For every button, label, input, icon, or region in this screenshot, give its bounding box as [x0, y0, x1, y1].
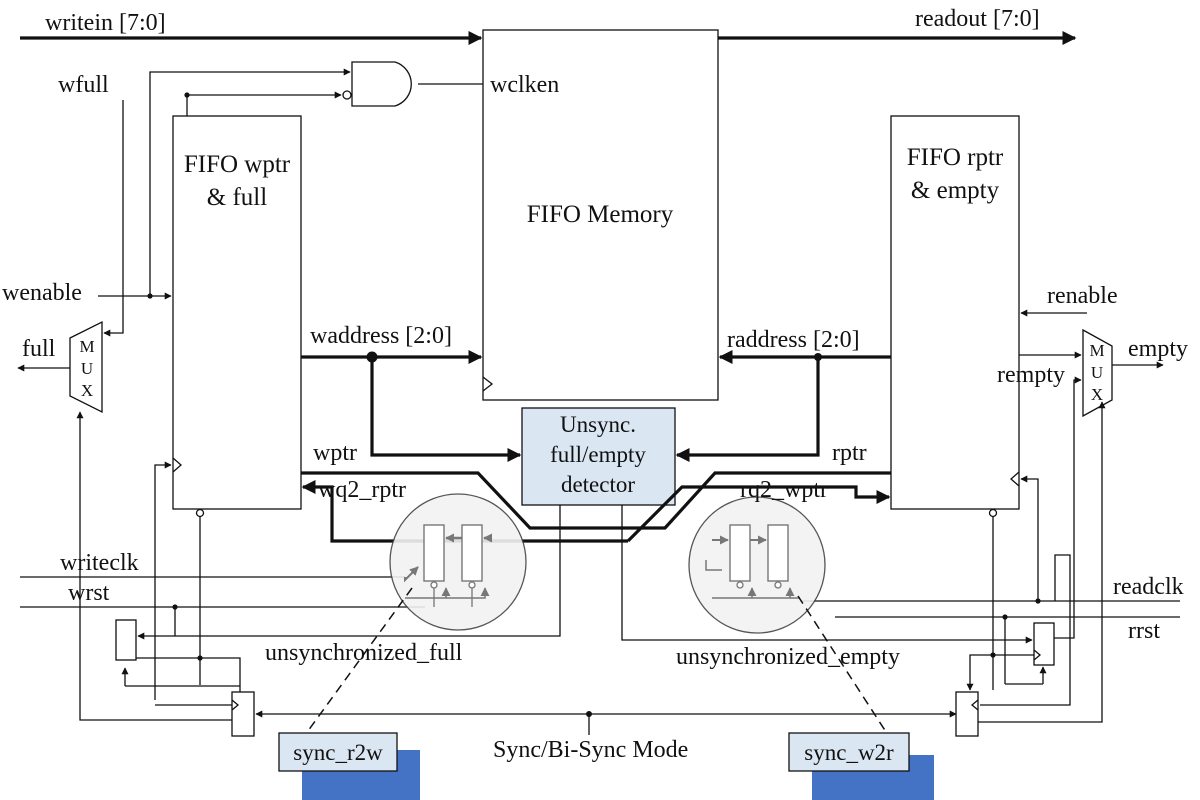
writein-label: writein [7:0]: [45, 10, 166, 36]
wfull-label: wfull: [58, 72, 109, 98]
and-gate: [351, 61, 412, 107]
readclk-to-rptr: [1020, 475, 1039, 601]
wptr-full-label-line2: & full: [207, 184, 267, 211]
rptr-label: rptr: [832, 440, 867, 466]
wptr-label: wptr: [313, 440, 357, 466]
mux-right: [1082, 328, 1113, 418]
memory-clock-triangle: [482, 376, 494, 392]
sync-w2r-zoom: [688, 496, 826, 634]
sync-r2w-callout: [304, 587, 413, 736]
rptr-empty-label-line1: FIFO rptr: [907, 144, 1004, 171]
rrst-label: rrst: [1128, 618, 1160, 644]
rq2-wptr-bus: [626, 485, 891, 543]
waddress-label: waddress [2:0]: [310, 323, 452, 349]
mux-right-u: U: [1091, 363, 1103, 382]
wq2-rptr-label: wq2_rptr: [318, 477, 406, 503]
right-register-out-wire: [1054, 376, 1082, 639]
sync-w2r-label: sync_w2r: [804, 740, 894, 765]
detector-label-line2: full/empty: [550, 442, 646, 467]
and-gate-inverted-input: [342, 90, 352, 100]
rptr-reset-bubble: [988, 508, 998, 518]
mux-left-m: M: [79, 337, 94, 356]
left-mode-register-clock: [231, 699, 240, 711]
fifo-rptr-empty-block: [890, 115, 1020, 510]
empty-label: empty: [1128, 336, 1188, 362]
detector-label-line1: Unsync.: [560, 412, 636, 437]
wptr-clock-triangle: [172, 457, 182, 473]
writeclk-to-wptr: [154, 461, 172, 700]
and-bottom-junction: [184, 92, 190, 98]
readout-label: readout [7:0]: [915, 6, 1040, 32]
fifo-memory-block: [482, 29, 719, 401]
wptr-bus: [301, 471, 891, 530]
sync-r2w-zoom: [389, 493, 527, 631]
left-sync-register: [115, 619, 137, 661]
raddress-label: raddress [2:0]: [727, 327, 860, 353]
rptr-clock-triangle: [1010, 471, 1020, 487]
and-input-bottom: [186, 91, 342, 116]
sync-w2r-label-box: [788, 732, 910, 772]
right-sync-register: [1033, 622, 1055, 666]
readclk-label: readclk: [1113, 574, 1184, 600]
mux-left-x: X: [81, 381, 93, 400]
unsync-empty-label: unsynchronized_empty: [676, 644, 900, 670]
right-mode-register-clock: [970, 699, 979, 711]
right-mode-reset-wire: [966, 654, 993, 691]
waddress-to-detector: [370, 357, 522, 462]
wfull-wire: [103, 100, 124, 337]
renable-label: renable: [1047, 283, 1118, 309]
fifo-wptr-full-block: [172, 115, 302, 510]
wptr-full-label-line1: FIFO wptr: [184, 151, 291, 178]
right-mode-register: [955, 691, 979, 737]
and-input-top: [149, 68, 351, 296]
raddress-to-detector: [675, 357, 820, 462]
detector-label-line3: detector: [561, 472, 635, 497]
wenable-label: wenable: [2, 280, 82, 306]
right-mux-select-wire: [978, 401, 1106, 723]
unsync-detector-block: [521, 407, 676, 506]
right-register-in-wire: [621, 505, 1033, 644]
unsync-full-label: unsynchronized_full: [265, 640, 463, 666]
wrst-label: wrst: [68, 580, 110, 606]
wptr-reset-bubble: [195, 508, 205, 518]
left-mux-select-wire: [76, 411, 232, 721]
wclken-label: wclken: [490, 72, 559, 98]
right-register-clock: [1033, 649, 1042, 661]
rempty-label: rempty: [997, 362, 1065, 388]
mux-left: [69, 320, 103, 414]
sync-w2r-callout: [797, 595, 889, 736]
left-mode-register-feed: [200, 657, 241, 692]
sync-r2w-label: sync_r2w: [293, 740, 383, 765]
wenable-junction: [147, 293, 153, 299]
right-mode-clk-wire: [980, 554, 1071, 706]
left-mode-register: [231, 691, 255, 737]
mux-right-x: X: [1091, 385, 1103, 404]
mode-label: Sync/Bi-Sync Mode: [493, 737, 688, 763]
rq2-wptr-label: rq2_wptr: [740, 477, 828, 503]
writeclk-label: writeclk: [60, 550, 139, 576]
mux-left-u: U: [81, 359, 93, 378]
mux-right-m: M: [1089, 341, 1104, 360]
left-register-in-wire: [137, 505, 561, 640]
fifo-memory-label: FIFO Memory: [527, 201, 674, 228]
full-label: full: [22, 336, 56, 362]
sync-r2w-label-box: [278, 732, 398, 772]
rptr-empty-label-line2: & empty: [911, 177, 1000, 204]
